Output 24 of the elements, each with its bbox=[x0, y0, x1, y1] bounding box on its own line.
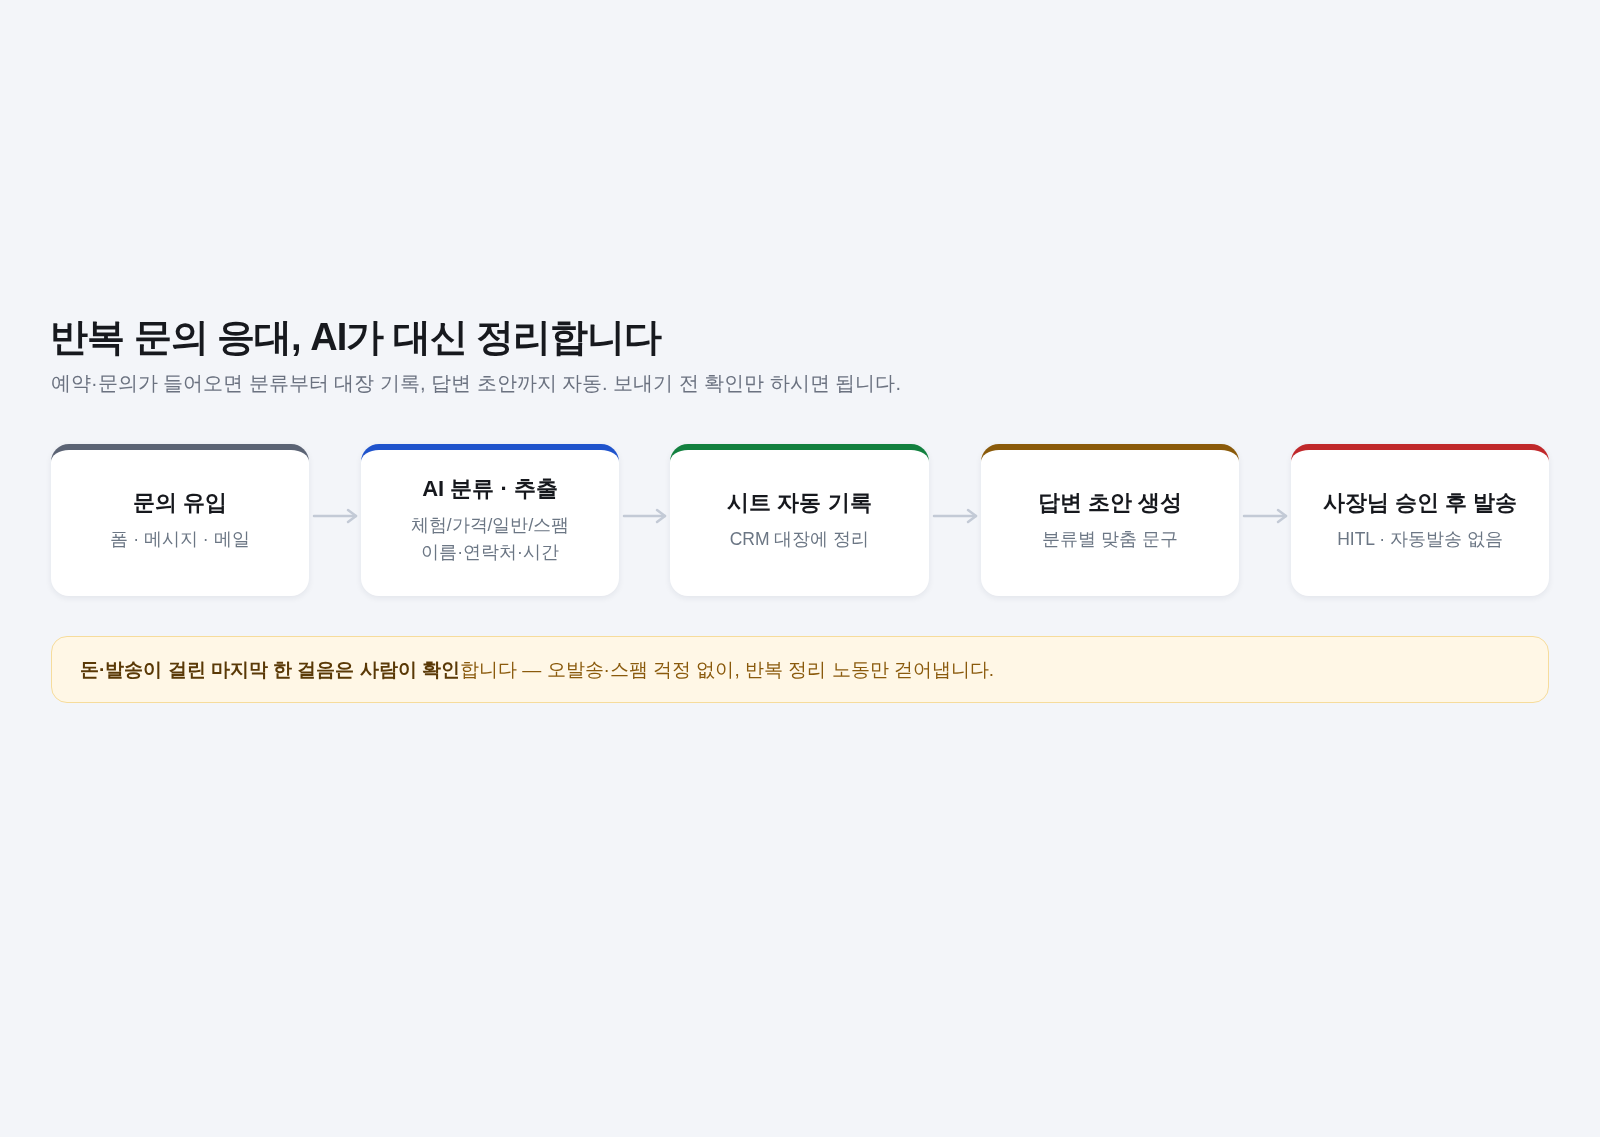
step-title: AI 분류 · 추출 bbox=[422, 475, 558, 503]
process-box bbox=[981, 444, 1239, 596]
step-description: HITL · 자동발송 없음 bbox=[1337, 527, 1503, 551]
step-title: 시트 자동 기록 bbox=[727, 488, 872, 517]
step-description: CRM 대장에 정리 bbox=[729, 527, 870, 551]
subtitle: 예약·문의가 들어오면 분류부터 대장 기록, 답변 초안까지 자동. 보내기 전 확인만 하시면 됩니다. bbox=[51, 371, 901, 396]
arrow bbox=[932, 508, 978, 524]
arrow bbox=[312, 508, 358, 524]
step-description: 폼 · 메시지 · 메일 bbox=[110, 527, 250, 551]
step-description: 이름·연락처·시간 bbox=[421, 541, 559, 564]
note-text: 돈·발송이 걸린 마지막 한 걸음은 사람이 확인합니다 — 오발송·스팸 걱정 없이, 반복 정리 노동만 걷어냅니다. bbox=[80, 657, 995, 682]
arrow bbox=[622, 508, 667, 524]
step-description: 체험/가격/일반/스팸 bbox=[410, 514, 570, 537]
note-banner bbox=[51, 636, 1549, 703]
step-description: 분류별 맞춤 문구 bbox=[1042, 527, 1178, 551]
step-title: 답변 초안 생성 bbox=[1037, 488, 1183, 517]
step-title: 사장님 승인 후 발송 bbox=[1322, 488, 1518, 517]
arrow bbox=[1242, 508, 1288, 524]
process-box bbox=[361, 444, 619, 596]
process-box bbox=[51, 444, 309, 596]
step-title: 문의 유입 bbox=[132, 488, 228, 517]
process-box bbox=[1291, 444, 1549, 596]
process-box bbox=[670, 444, 929, 596]
title: 반복 문의 응대, AI가 대신 정리합니다 bbox=[50, 315, 662, 360]
